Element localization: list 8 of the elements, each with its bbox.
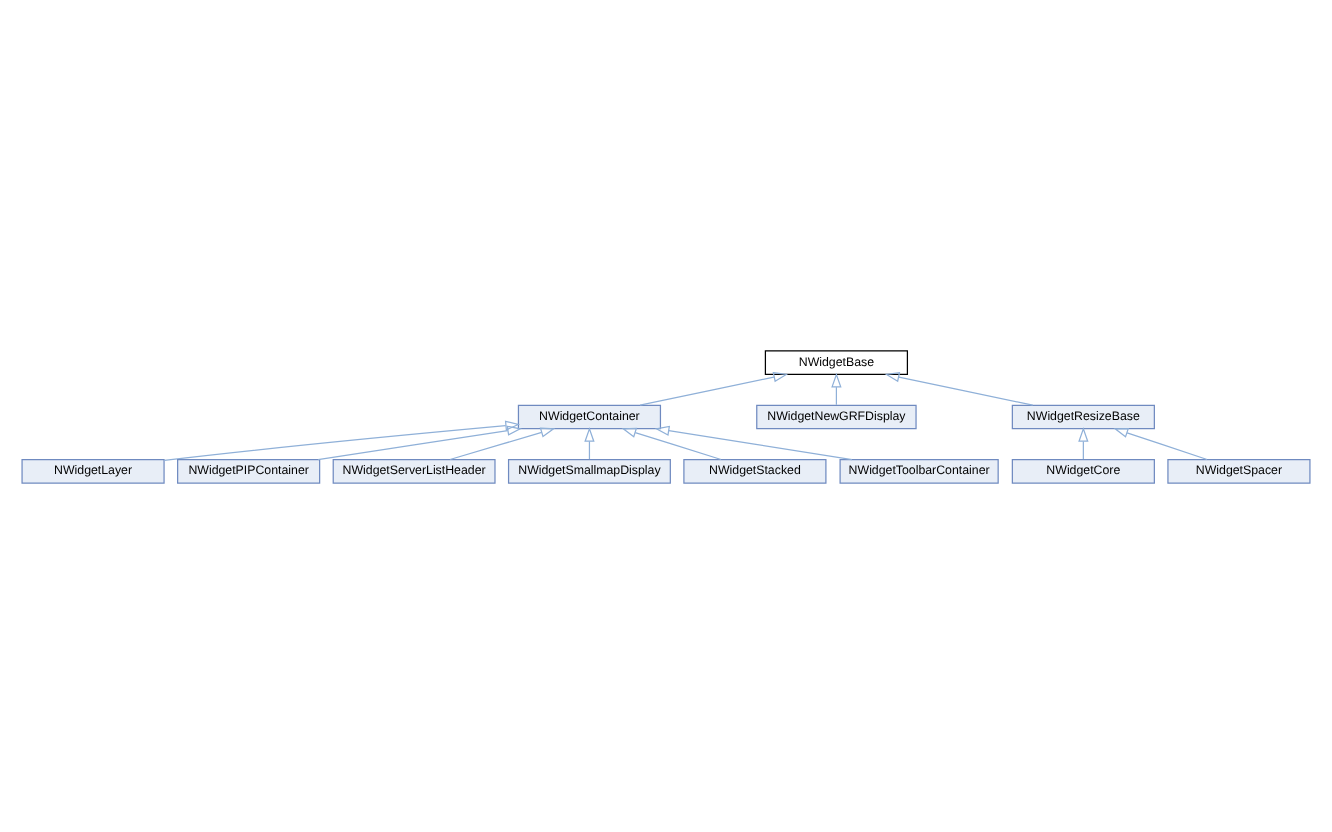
arrow: [621, 426, 722, 460]
arrow: [163, 419, 521, 460]
arrow: [1113, 427, 1208, 460]
arrow: [449, 426, 556, 460]
arrow: [639, 371, 789, 405]
arrow: [884, 371, 1034, 405]
arrow: [654, 424, 853, 460]
arrow: [317, 424, 522, 460]
